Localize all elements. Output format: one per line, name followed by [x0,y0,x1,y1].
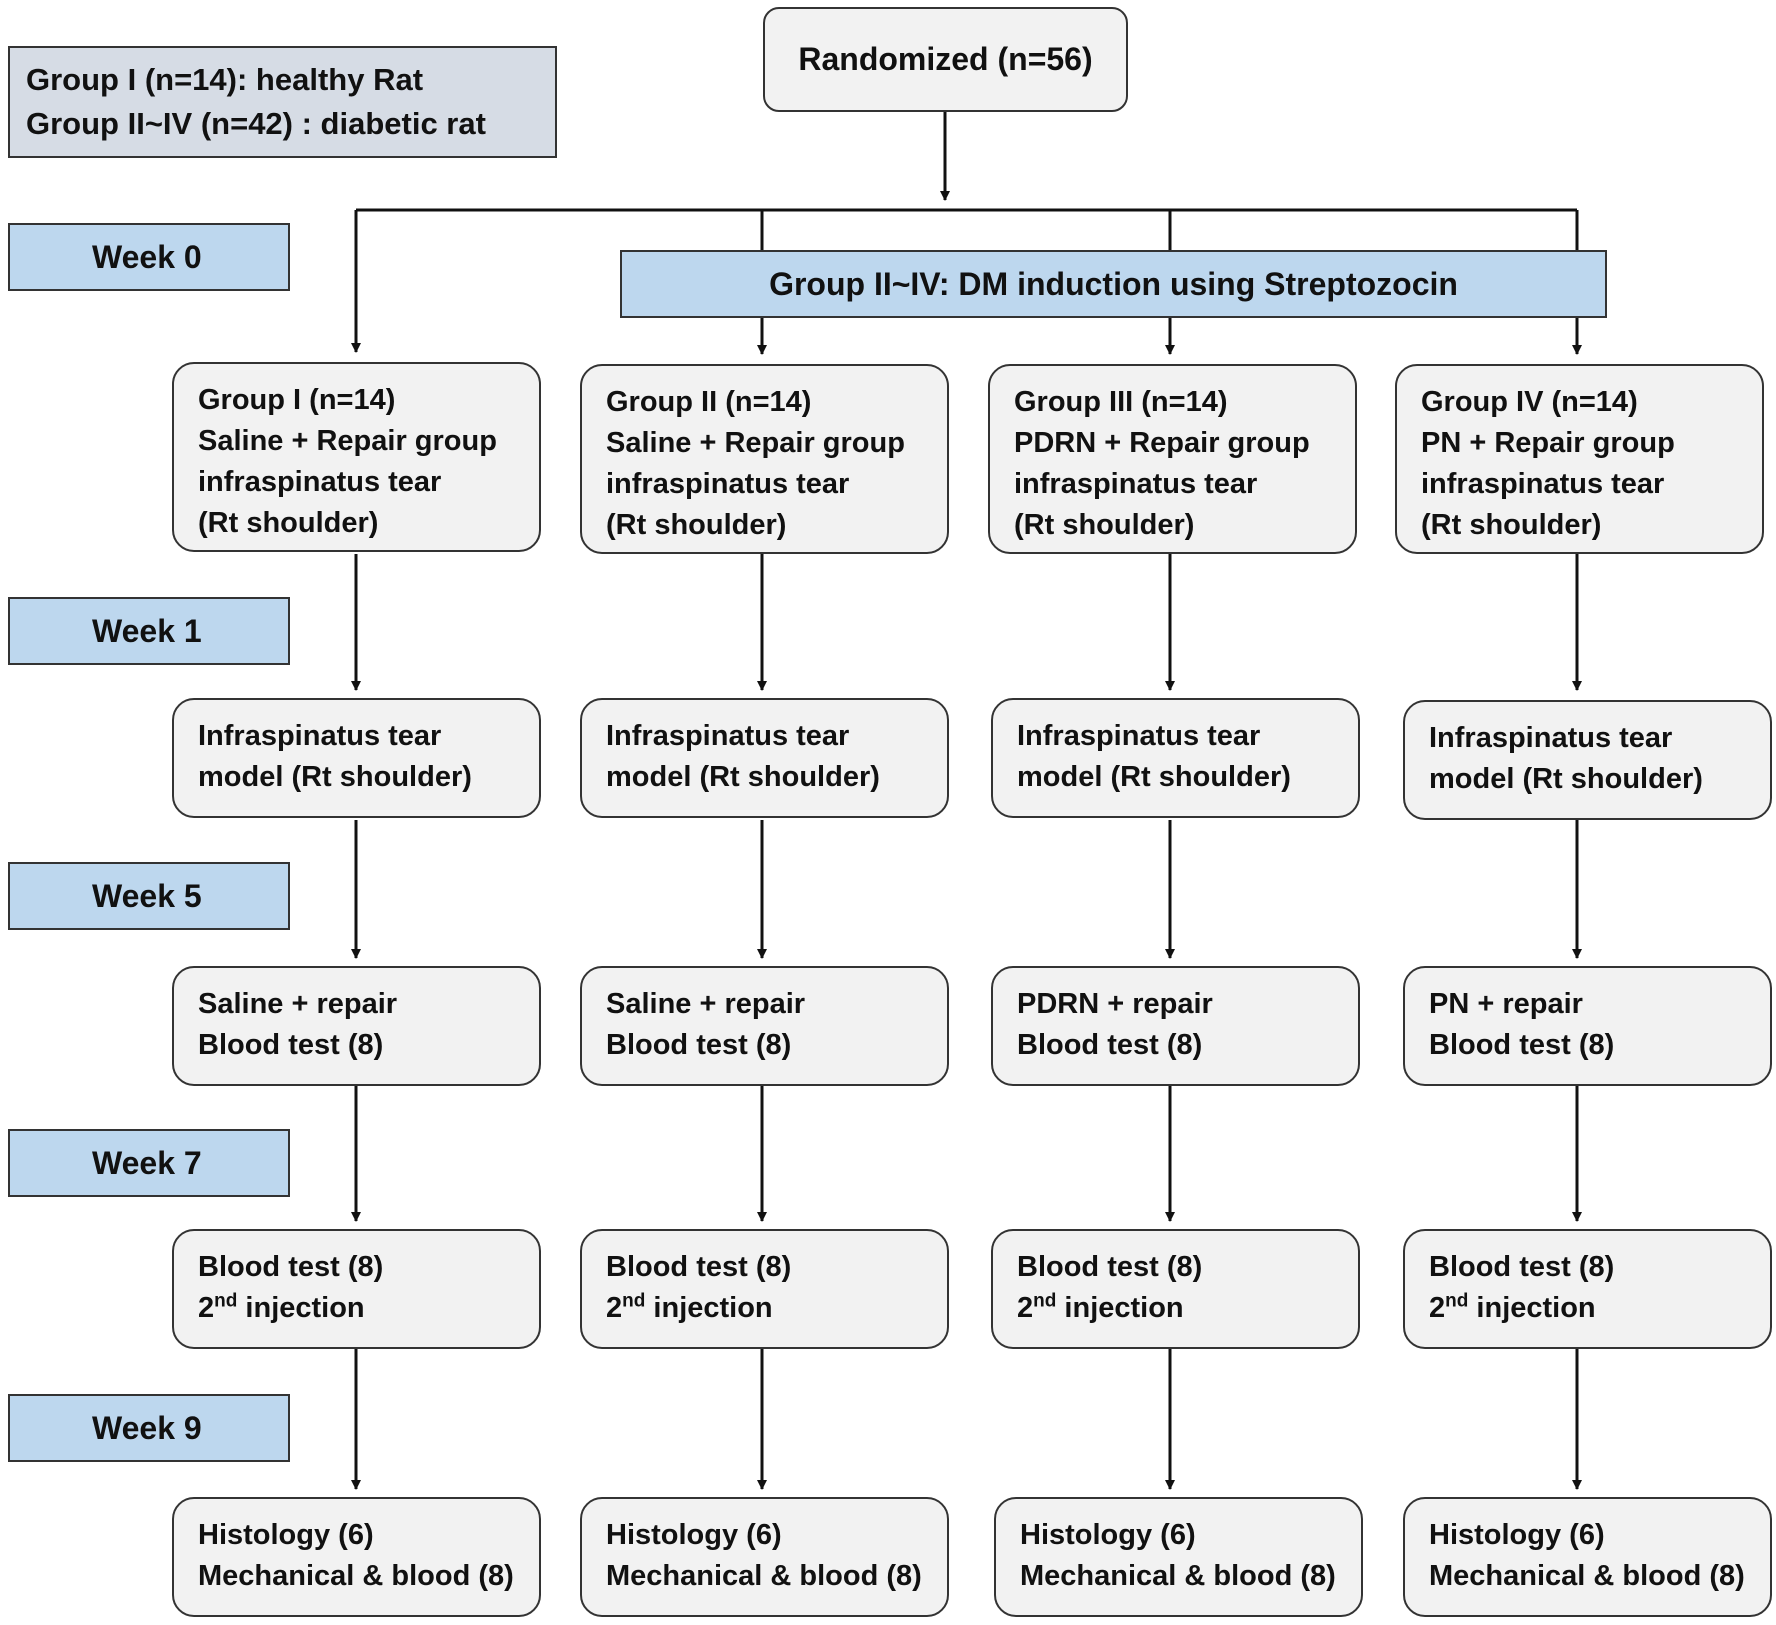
legend-healthy: Group I (n=14): healthy Rat [26,62,424,97]
group-4-tear-model-box: Infraspinatus tear model (Rt shoulder) [1403,700,1772,820]
group-1-header-box: Group I (n=14) Saline + Repair group inf… [172,362,541,552]
group-4-header-box: Group IV (n=14) PN + Repair group infras… [1395,364,1764,554]
group-2-repair-box: Saline + repair Blood test (8) [580,966,949,1086]
group-1-tear-model-box: Infraspinatus tear model (Rt shoulder) [172,698,541,818]
week-7-label: Week 7 [8,1129,290,1197]
week-1-label: Week 1 [8,597,290,665]
group-3-tear-model-box: Infraspinatus tear model (Rt shoulder) [991,698,1360,818]
group-3-repair-box: PDRN + repair Blood test (8) [991,966,1360,1086]
group-2-tear-model-box: Infraspinatus tear model (Rt shoulder) [580,698,949,818]
dm-induction-bar: Group II~IV: DM induction using Streptoz… [620,250,1607,318]
group-2-final-box: Histology (6) Mechanical & blood (8) [580,1497,949,1617]
week-5-label: Week 5 [8,862,290,930]
group-1-final-box: Histology (6) Mechanical & blood (8) [172,1497,541,1617]
group-4-final-box: Histology (6) Mechanical & blood (8) [1403,1497,1772,1617]
legend-diabetic: Group II~IV (n=42) : diabetic rat [26,106,486,141]
week-0-label: Week 0 [8,223,290,291]
group-1-second-injection-box: Blood test (8) 2nd injection [172,1229,541,1349]
group-3-final-box: Histology (6) Mechanical & blood (8) [994,1497,1363,1617]
group-2-header-box: Group II (n=14) Saline + Repair group in… [580,364,949,554]
group-3-second-injection-box: Blood test (8) 2nd injection [991,1229,1360,1349]
group-4-second-injection-box: Blood test (8) 2nd injection [1403,1229,1772,1349]
group-legend: Group I (n=14): healthy Rat Group II~IV … [8,46,557,158]
group-3-header-box: Group III (n=14) PDRN + Repair group inf… [988,364,1357,554]
group-1-repair-box: Saline + repair Blood test (8) [172,966,541,1086]
week-9-label: Week 9 [8,1394,290,1462]
group-4-repair-box: PN + repair Blood test (8) [1403,966,1772,1086]
group-2-second-injection-box: Blood test (8) 2nd injection [580,1229,949,1349]
randomized-box: Randomized (n=56) [763,7,1128,112]
